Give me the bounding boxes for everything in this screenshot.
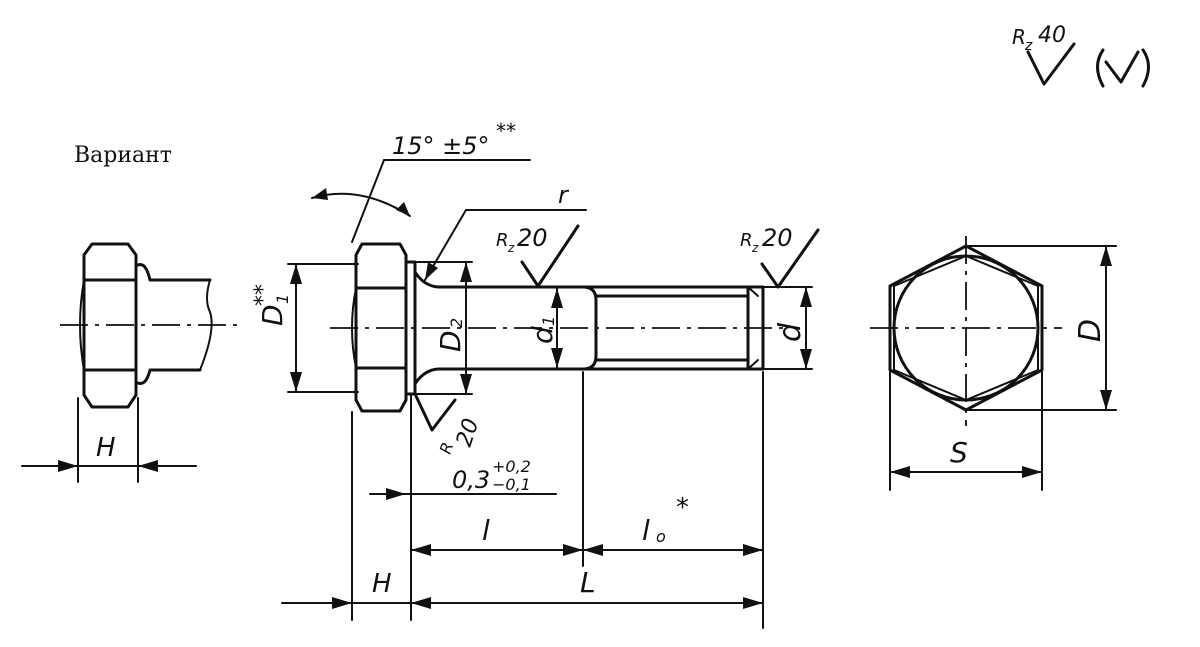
general-roughness-value: 40	[1038, 23, 1066, 48]
fillet-label: r	[558, 181, 570, 209]
gap-value: 0,3	[452, 466, 490, 494]
bolt-elevation	[330, 242, 790, 413]
shank-roughness-value: 20	[517, 224, 548, 252]
d2-label: D	[434, 330, 467, 352]
under-head-roughness-value: 20	[452, 415, 484, 449]
d2-dimension: D 2	[415, 261, 473, 395]
S-label: S	[950, 436, 968, 469]
general-roughness-sub: z	[1024, 38, 1033, 54]
svg-text:z: z	[507, 241, 515, 255]
d-dimension: d	[762, 286, 813, 370]
svg-text:o: o	[656, 527, 666, 546]
gap-minus: −0,1	[492, 475, 531, 494]
l-dimension: l l o *	[410, 493, 764, 556]
shank-d1-label: d	[526, 326, 559, 344]
svg-text:1: 1	[273, 294, 292, 304]
h-label: H	[372, 569, 392, 599]
d1-dimension: D 1 **	[251, 263, 359, 393]
l-label: l	[482, 514, 490, 547]
roughness-check-mark	[1026, 42, 1076, 86]
angle-dimension: 15° ±5° **	[311, 119, 531, 243]
d1-label: D	[256, 304, 289, 326]
d1-shank-dimension: d 1	[526, 287, 563, 369]
l0-mark: *	[676, 493, 689, 523]
L-label: L	[580, 566, 596, 599]
gap-dimension: 0,3 +0,2 −0,1	[369, 457, 557, 500]
paren-right	[1141, 48, 1150, 88]
general-roughness-prefix: R	[1012, 25, 1026, 49]
variant-head-view: H	[21, 242, 240, 483]
svg-text:2: 2	[447, 318, 466, 328]
thread-roughness: R z 20	[740, 224, 820, 289]
svg-text:z: z	[751, 241, 759, 255]
shank-roughness: R z 20	[496, 224, 580, 288]
paren-left	[1096, 48, 1105, 88]
bolt-end-view: D S	[870, 236, 1117, 491]
d1-mark: **	[251, 284, 276, 306]
gap-plus: +0,2	[492, 457, 531, 476]
l0-label: l	[642, 514, 650, 547]
thread-roughness-value: 20	[762, 224, 793, 252]
general-roughness-symbol: R z 40	[1012, 23, 1150, 88]
variant-label: Вариант	[74, 143, 172, 168]
d-label: d	[773, 322, 808, 342]
angle-mark: **	[496, 119, 516, 143]
h-l-dimension: H L	[281, 566, 764, 609]
angle-label: 15° ±5°	[392, 132, 490, 160]
D-label: D	[1073, 319, 1108, 342]
svg-text:1: 1	[539, 316, 558, 326]
fillet-callout: r	[424, 181, 587, 281]
svg-text:R: R	[740, 230, 753, 251]
variant-h-label: H	[96, 433, 116, 463]
under-head-roughness: 20 R	[414, 394, 484, 456]
svg-text:R: R	[496, 230, 509, 251]
roughness-check-mark-small	[1104, 50, 1140, 84]
